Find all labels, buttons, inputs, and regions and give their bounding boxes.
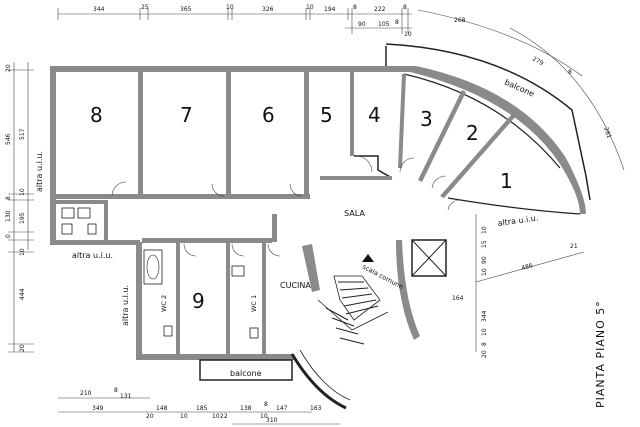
label-wc2: WC 2 — [160, 295, 168, 312]
dim-top-4: 326 — [262, 6, 274, 13]
dim-right-0: 10 — [481, 226, 488, 234]
dim-bottom-r2-1: 20 — [146, 413, 154, 420]
dim-bottom-r2-7: 138 — [240, 405, 252, 412]
label-altra-uiu-left-bottom: altra u.i.u. — [121, 285, 130, 326]
dim-right-10: 20 — [481, 350, 488, 358]
dim-top-3: 10 — [226, 4, 234, 11]
dim-bottom-r2-0: 349 — [92, 405, 104, 412]
dim-top-5: 10 — [306, 4, 314, 11]
dim-top-9: 8 — [403, 4, 407, 11]
balcony-top — [385, 43, 591, 201]
right-dimensions: 10 15 90 10 21 486 164 344 10 8 20 — [452, 214, 585, 358]
left-dimensions: 20 546 517 10 8 130 195 0 10 444 20 — [5, 62, 34, 353]
label-wc1: WC 1 — [250, 295, 258, 312]
dim-left-8: 10 — [19, 248, 26, 256]
dim-bottom-r2-8: 10 — [260, 413, 268, 420]
dim-bottom-r2-10: 163 — [310, 405, 322, 412]
dim-bottom-r1-0: 210 — [80, 390, 92, 397]
room-4: 4 — [368, 103, 381, 127]
dim-arc-2: 8 — [568, 69, 572, 76]
dim-left-7: 0 — [5, 234, 12, 238]
label-altra-uiu-right: altra u.i.u. — [497, 213, 539, 228]
room-9: 9 — [192, 289, 205, 313]
dim-right-6: 164 — [452, 295, 464, 302]
label-balcone-top: balcone — [503, 78, 535, 99]
dim-left-4: 8 — [5, 196, 12, 200]
label-cucina: CUCINA — [280, 281, 311, 290]
dim-top-7: 8 — [353, 4, 357, 11]
dim-right-9: 8 — [481, 342, 488, 346]
stairs — [290, 254, 389, 410]
plan-title: PIANTA PIANO 5° — [594, 300, 607, 408]
dim-top-12: 8 — [395, 19, 399, 26]
dim-right-2: 90 — [481, 256, 488, 264]
dim-right-7: 344 — [481, 310, 488, 322]
dim-left-3: 10 — [19, 188, 26, 196]
dim-bottom-r2-9: 147 — [276, 405, 288, 412]
fixtures — [61, 207, 259, 339]
dim-left-10: 20 — [19, 344, 26, 352]
dim-top-11: 105 — [378, 21, 390, 28]
dim-arc-1: 279 — [531, 56, 545, 68]
dim-top-10: 90 — [358, 21, 366, 28]
room-7: 7 — [180, 103, 193, 127]
label-sala: SALA — [344, 209, 365, 218]
dim-bottom-r1-1: 8 — [114, 387, 118, 394]
dim-left-2: 517 — [19, 128, 26, 140]
dim-left-5: 130 — [5, 210, 12, 222]
label-altra-uiu-left-mid: altra u.i.u. — [72, 251, 113, 260]
dim-left-6: 195 — [19, 212, 26, 224]
room-5: 5 — [320, 103, 333, 127]
dim-bottom-r2-5: 10 — [212, 413, 220, 420]
arc-dimensions: 268 279 8 281 — [417, 9, 625, 171]
balcony-bottom — [199, 359, 293, 381]
dim-top-8: 222 — [374, 6, 386, 13]
dim-top-13: 10 — [404, 31, 412, 38]
dim-right-4: 21 — [570, 243, 578, 250]
dim-bottom-r3-0: 8 — [264, 401, 268, 408]
dim-bottom-r2-3: 10 — [180, 413, 188, 420]
label-altra-uiu-left-top: altra u.i.u. — [35, 151, 44, 192]
room-numbers: 8 7 6 5 4 3 2 1 9 — [90, 103, 513, 313]
room-8: 8 — [90, 103, 103, 127]
dim-bottom-r2-6: 22 — [220, 413, 228, 420]
room-6: 6 — [262, 103, 275, 127]
dim-right-5: 486 — [521, 262, 534, 272]
dim-right-1: 15 — [481, 240, 488, 248]
dim-top-0: 344 — [93, 6, 105, 13]
dim-left-1: 546 — [5, 133, 12, 145]
dim-bottom-r1-2: 131 — [120, 393, 132, 400]
dim-bottom-r2-2: 148 — [156, 405, 168, 412]
label-balcone-bottom: balcone — [230, 369, 262, 378]
dim-arc-0: 268 — [454, 17, 466, 24]
dim-bottom-r3-1: 310 — [266, 417, 278, 424]
dim-left-0: 20 — [5, 64, 12, 72]
dim-arc-3: 281 — [602, 126, 613, 139]
room-1: 1 — [500, 169, 513, 193]
dim-right-8: 10 — [481, 328, 488, 336]
dim-top-2: 365 — [180, 6, 192, 13]
dim-bottom-r2-4: 185 — [196, 405, 208, 412]
room-2: 2 — [466, 121, 479, 145]
dim-top-1: 25 — [141, 4, 149, 11]
dim-left-9: 444 — [19, 288, 26, 300]
top-dimensions: 344 25 365 10 326 10 194 8 222 8 90 105 … — [57, 4, 412, 38]
bottom-dimensions: 210 8 131 349 20 148 10 185 10 22 138 10… — [58, 387, 340, 425]
walls — [50, 66, 586, 360]
room-3: 3 — [420, 107, 433, 131]
door-swings — [111, 155, 461, 257]
dim-top-6: 194 — [324, 6, 336, 13]
dim-right-3: 10 — [481, 268, 488, 276]
